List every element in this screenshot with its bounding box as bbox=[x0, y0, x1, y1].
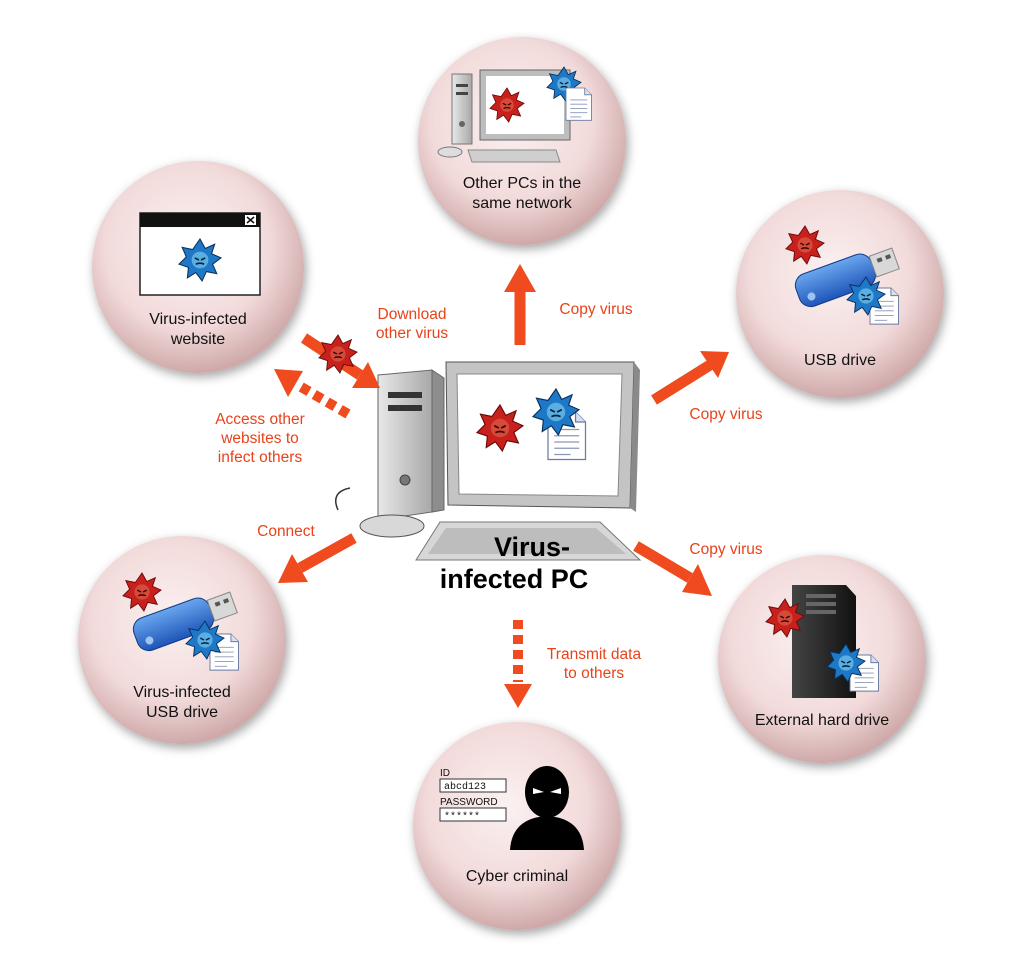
center-infected-pc: Virus- infected PC bbox=[335, 361, 642, 594]
id-label: ID bbox=[440, 768, 450, 779]
transmit-label-2: to others bbox=[564, 665, 625, 682]
website-label-1: Virus-infected bbox=[149, 311, 247, 328]
id-field bbox=[439, 778, 507, 793]
access-label-2: websites to bbox=[220, 430, 299, 447]
computer-icon bbox=[335, 361, 642, 561]
network-pcs-label-1: Other PCs in the bbox=[463, 175, 581, 192]
password-label: PASSWORD bbox=[440, 797, 498, 808]
copy-network-label: Copy virus bbox=[559, 301, 632, 318]
external-hdd-label: External hard drive bbox=[755, 712, 889, 729]
hacker-silhouette-icon bbox=[510, 766, 584, 850]
arrow-copy-hdd bbox=[633, 541, 712, 596]
transmit-label-1: Transmit data bbox=[547, 646, 642, 663]
node-usb-drive: USB drive bbox=[736, 190, 944, 398]
download-label-2: other virus bbox=[376, 325, 449, 342]
credentials-form: ID abcd123 PASSWORD ****** bbox=[439, 768, 507, 823]
infected-usb-label-2: USB drive bbox=[146, 704, 218, 721]
infected-usb-label-1: Virus-infected bbox=[133, 684, 231, 701]
network-pcs-label-2: same network bbox=[472, 195, 573, 212]
password-value: ****** bbox=[444, 811, 480, 823]
copy-hdd-label: Copy virus bbox=[689, 541, 762, 558]
document-icon bbox=[565, 87, 592, 121]
copy-usb-label: Copy virus bbox=[689, 406, 762, 423]
access-label-3: infect others bbox=[218, 449, 303, 466]
node-external-hdd: External hard drive bbox=[718, 555, 926, 763]
arrow-transmit bbox=[504, 620, 532, 708]
id-value: abcd123 bbox=[444, 781, 486, 793]
access-label-1: Access other bbox=[215, 411, 305, 428]
arrow-copy-network bbox=[504, 264, 536, 345]
usb-drive-label: USB drive bbox=[804, 352, 876, 369]
arrow-access bbox=[274, 369, 351, 419]
hard-drive-icon bbox=[792, 585, 856, 698]
download-label-1: Download bbox=[378, 306, 447, 323]
website-label-2: website bbox=[170, 331, 225, 348]
arrow-connect bbox=[278, 533, 357, 583]
cyber-criminal-label: Cyber criminal bbox=[466, 868, 568, 885]
center-label-2: infected PC bbox=[440, 564, 589, 594]
password-field bbox=[439, 807, 507, 822]
connect-label: Connect bbox=[257, 523, 315, 540]
arrow-copy-usb bbox=[651, 351, 729, 405]
node-infected-usb: Virus-infected USB drive bbox=[78, 536, 286, 744]
node-cyber-criminal: ID abcd123 PASSWORD ****** Cyber crimina… bbox=[413, 722, 621, 930]
node-website: Virus-infected website bbox=[92, 161, 304, 373]
center-label-1: Virus- bbox=[494, 532, 570, 562]
node-network-pcs: Other PCs in the same network bbox=[418, 37, 626, 245]
